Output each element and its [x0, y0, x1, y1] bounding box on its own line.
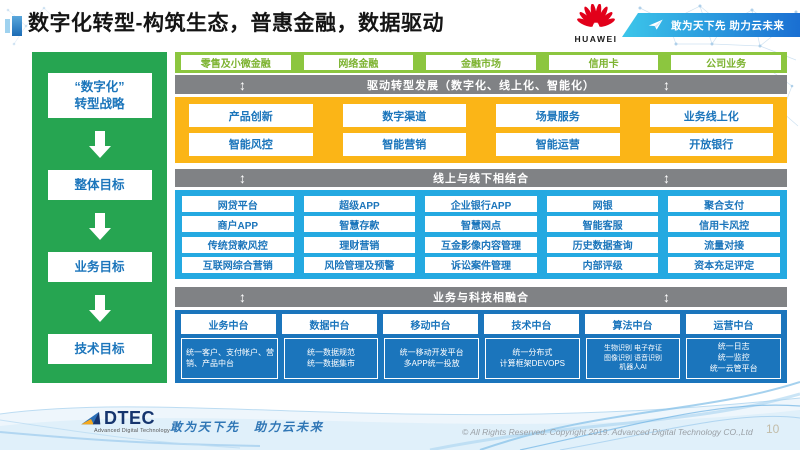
capability-box: 产品创新 — [189, 104, 313, 128]
banner-text: 线上与线下相结合 — [433, 173, 529, 185]
capability-box: 开放银行 — [649, 132, 773, 156]
sidebar-item-tech-goal: 技术目标 — [47, 334, 152, 364]
application-box: 理财营销 — [303, 236, 416, 253]
huawei-wordmark: HUAWEI — [574, 34, 618, 44]
copyright-text: © All Rights Reserved. Copyright 2019. A… — [462, 427, 753, 437]
application-box: 超级APP — [303, 196, 416, 213]
header-slogan-banner: 敢为天下先 助力云未来 — [622, 13, 800, 37]
title-accent-icon — [5, 16, 23, 36]
sidebar-item-overall-goal: 整体目标 — [47, 170, 152, 200]
business-line-box: 信用卡 — [548, 55, 659, 70]
updown-arrow-icon: ↕ — [663, 170, 671, 186]
updown-arrow-icon: ↕ — [239, 76, 247, 93]
platform-detail: 统一日志 统一监控 统一云管平台 — [686, 338, 782, 379]
application-box: 网贷平台 — [182, 196, 294, 213]
application-box: 智慧存款 — [303, 216, 416, 233]
application-box: 网银 — [546, 196, 659, 213]
sidebar-item-strategy: “数字化” 转型战略 — [47, 73, 152, 118]
platform-detail: 统一数据规范 统一数据集市 — [283, 338, 379, 379]
adtec-tagline: Advanced Digital Technology — [94, 428, 170, 434]
business-line-box: 网络金融 — [303, 55, 414, 70]
paper-plane-icon — [648, 19, 663, 30]
capability-box: 智能营销 — [342, 132, 466, 156]
down-arrow-icon — [88, 294, 111, 322]
application-grid: 网贷平台 超级APP 企业银行APP 网银 聚合支付 商户APP 智慧存款 智慧… — [175, 190, 787, 279]
application-box: 历史数据查询 — [546, 236, 659, 253]
application-box: 互联网综合营销 — [182, 256, 294, 273]
banner-online-offline: ↕ 线上与线下相结合 ↕ — [175, 169, 787, 187]
middle-platform-grid: 业务中台 数据中台 移动中台 技术中台 算法中台 运营中台 统一客户、支付帐户、… — [175, 310, 787, 383]
capability-grid: 产品创新 数字渠道 场景服务 业务线上化 智能风控 智能营销 智能运营 开放银行 — [175, 97, 787, 163]
updown-arrow-icon: ↕ — [663, 76, 671, 93]
banner-drive-transformation: ↕ 驱动转型发展（数字化、线上化、智能化） ↕ — [175, 75, 787, 94]
page-number: 10 — [766, 422, 780, 436]
platform-title: 数据中台 — [282, 314, 377, 334]
business-line-box: 公司业务 — [671, 55, 781, 70]
capability-box: 业务线上化 — [649, 104, 773, 128]
platform-title: 业务中台 — [181, 314, 276, 334]
application-box: 智能客服 — [546, 216, 659, 233]
down-arrow-icon — [88, 130, 111, 158]
application-box: 传统贷款风控 — [182, 236, 294, 253]
updown-arrow-icon: ↕ — [239, 289, 247, 305]
capability-box: 智能风控 — [189, 132, 313, 156]
platform-title: 算法中台 — [585, 314, 680, 334]
updown-arrow-icon: ↕ — [239, 170, 247, 186]
business-line-box: 零售及小微金融 — [181, 55, 291, 70]
down-arrow-icon — [88, 212, 111, 240]
application-box: 风险管理及预警 — [303, 256, 416, 273]
application-box: 互金影像内容管理 — [425, 236, 537, 253]
platform-title: 运营中台 — [686, 314, 781, 334]
application-box: 企业银行APP — [425, 196, 537, 213]
application-box: 聚合支付 — [668, 196, 780, 213]
business-lines-row: 零售及小微金融 网络金融 金融市场 信用卡 公司业务 — [175, 52, 787, 73]
huawei-logo: HUAWEI — [566, 3, 626, 44]
application-box: 资本充足评定 — [668, 256, 780, 273]
business-line-box: 金融市场 — [426, 55, 536, 70]
application-box: 商户APP — [182, 216, 294, 233]
adtec-logo: DTEC Advanced Digital Technology — [80, 409, 200, 434]
banner-text: 业务与科技相融合 — [433, 292, 529, 304]
application-box: 信用卡风控 — [668, 216, 780, 233]
platform-detail: 统一客户、支付帐户、营销、产品中台 — [181, 338, 278, 379]
platform-detail: 统一移动开发平台 多APP统一投放 — [384, 338, 480, 379]
page-title: 数字化转型-构筑生态，普惠金融，数据驱动 — [28, 12, 444, 35]
adtec-arrow-icon — [81, 411, 101, 425]
updown-arrow-icon: ↕ — [663, 289, 671, 305]
capability-box: 数字渠道 — [342, 104, 466, 128]
application-box: 诉讼案件管理 — [425, 256, 537, 273]
banner-business-tech-fusion: ↕ 业务与科技相融合 ↕ — [175, 287, 787, 307]
application-box: 流量对接 — [668, 236, 780, 253]
adtec-wordmark: DTEC — [104, 408, 155, 428]
banner-text: 驱动转型发展（数字化、线上化、智能化） — [367, 79, 595, 92]
capability-box: 场景服务 — [496, 104, 620, 128]
platform-title: 移动中台 — [383, 314, 478, 334]
platform-detail: 生物识别 电子存证 图像识别 语音识别 机器人AI — [585, 338, 681, 379]
huawei-flower-icon — [577, 3, 615, 27]
capability-box: 智能运营 — [496, 132, 620, 156]
platform-title: 技术中台 — [484, 314, 579, 334]
application-box: 内部评级 — [546, 256, 659, 273]
platform-detail: 统一分布式 计算框架DEVOPS — [485, 338, 580, 379]
footer-slogan: 敢为天下先 助力云未来 — [170, 420, 325, 434]
application-box: 智慧网点 — [425, 216, 537, 233]
strategy-sidebar: “数字化” 转型战略 整体目标 业务目标 技术目标 — [32, 52, 167, 383]
header-slogan-text: 敢为天下先 助力云未来 — [671, 19, 785, 32]
sidebar-item-business-goal: 业务目标 — [47, 252, 152, 282]
